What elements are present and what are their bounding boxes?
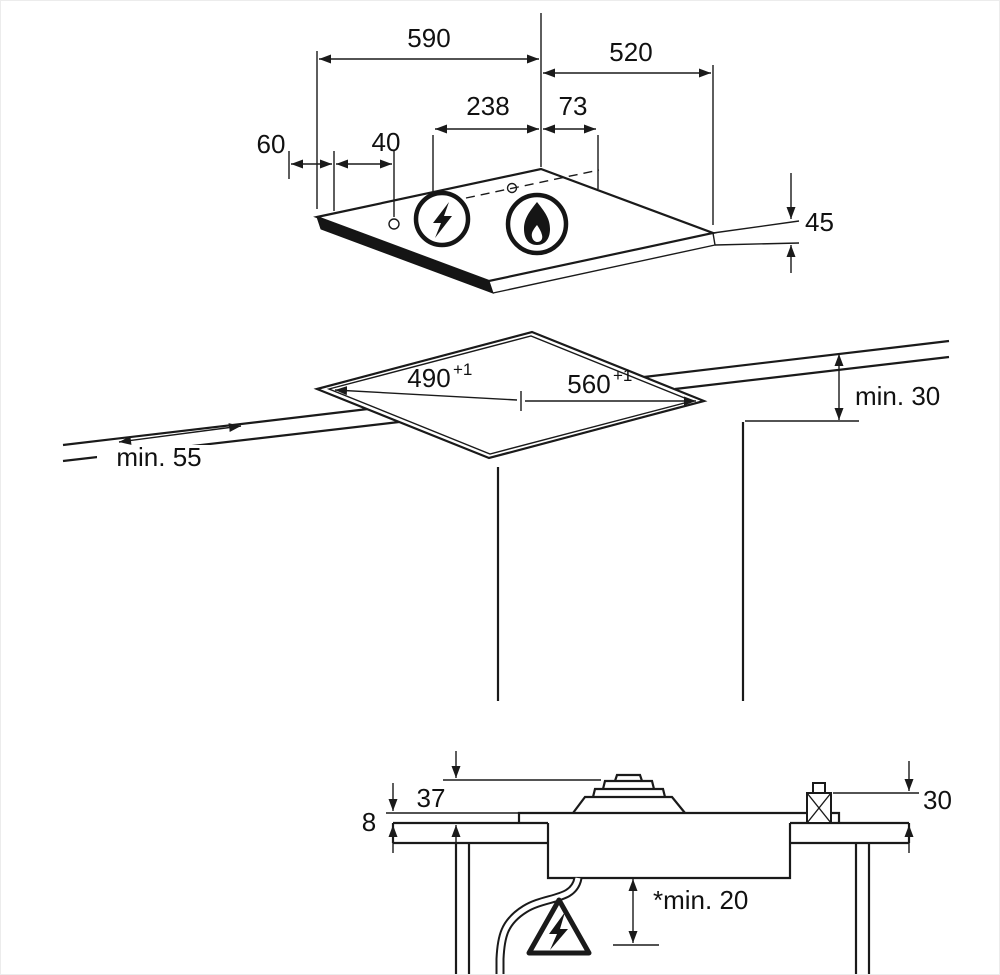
cutout-view: 490 +1 560 +1 min. 55 min. 30 — [62, 330, 950, 701]
dim-45: 45 — [786, 173, 834, 273]
dim-60: 60 — [257, 129, 332, 169]
dim-min-30-label: min. 30 — [855, 381, 940, 411]
dim-490: 490 +1 — [334, 360, 522, 411]
dim-40-label: 40 — [372, 127, 401, 157]
dim-590-label: 590 — [407, 23, 450, 53]
dim-37-label: 37 — [417, 783, 446, 813]
dim-min-55-label: min. 55 — [116, 442, 201, 472]
fixing-bracket — [806, 782, 832, 824]
dim-min-20: *min. 20 — [628, 879, 748, 943]
dim-73: 73 — [543, 91, 596, 134]
worktop-edge — [674, 355, 950, 391]
dim-73-label: 73 — [559, 91, 588, 121]
dim-560-label: 560 — [567, 369, 610, 399]
dim-min-20-label: *min. 20 — [653, 885, 748, 915]
dim-520: 520 — [543, 37, 711, 78]
hob-body-profile — [546, 823, 792, 880]
section-view: 37 8 30 *min. 20 — [362, 751, 952, 974]
dim-8-label: 8 — [362, 807, 376, 837]
top-view: 590 520 238 73 60 40 45 — [257, 13, 834, 294]
dim-490-label: 490 — [407, 363, 450, 393]
worktop-edge — [62, 407, 369, 447]
lightning-icon — [413, 190, 471, 248]
dim-520-label: 520 — [609, 37, 652, 67]
dim-45-label: 45 — [805, 207, 834, 237]
dim-8: 8 — [362, 783, 398, 853]
dim-37: 37 — [417, 751, 461, 853]
supply-cable — [495, 876, 583, 974]
burner-centreline — [465, 169, 600, 199]
cutout-opening — [313, 330, 708, 460]
dim-30-label: 30 — [923, 785, 952, 815]
flame-icon — [505, 192, 569, 256]
worktop-edge — [643, 339, 950, 379]
dim-490-tolerance: +1 — [453, 360, 472, 379]
dim-590: 590 — [319, 23, 539, 64]
dim-560: 560 +1 — [525, 366, 696, 406]
dim-238-label: 238 — [466, 91, 509, 121]
hob-glass-profile — [517, 811, 841, 823]
dim-30: 30 — [904, 761, 952, 853]
dim-min-55: min. 55 — [97, 423, 242, 472]
dim-min-30: min. 30 — [834, 354, 940, 420]
dim-238: 238 — [435, 91, 539, 134]
dim-40: 40 — [336, 127, 401, 169]
ignition-point — [388, 218, 400, 230]
burner-profile — [572, 773, 686, 814]
dim-560-tolerance: +1 — [613, 366, 632, 385]
electric-warning-triangle-icon — [526, 897, 592, 956]
dim-60-label: 60 — [257, 129, 286, 159]
